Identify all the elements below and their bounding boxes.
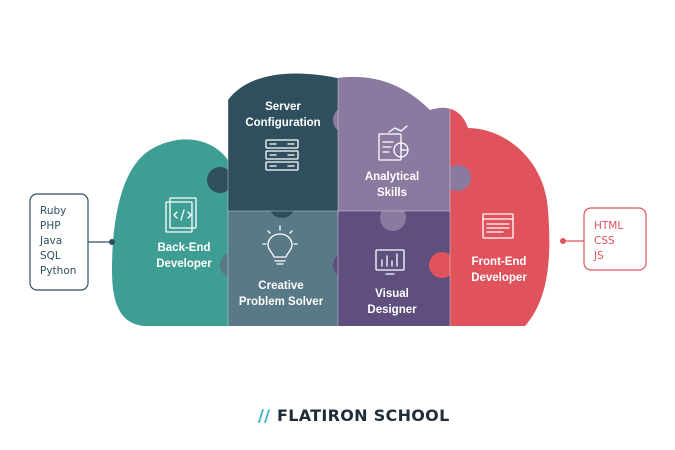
logo-name: FLATIRON SCHOOL [277,406,450,425]
frontend-languages-list: HTML CSS JS [593,220,623,262]
puzzle-knob [333,252,359,278]
puzzle-knob [333,107,359,133]
logo-slashes: // [258,406,270,425]
browser-window-icon [482,213,514,239]
puzzle-knob [380,205,406,231]
back-end-developer-label-line1: Back-End [157,242,210,254]
language-item: Python [40,265,76,277]
language-item: JS [593,250,604,262]
cloud-shape [112,73,550,326]
language-item: PHP [40,220,61,232]
server-rack-icon [265,139,299,171]
code-file-icon [165,197,197,233]
puzzle-piece-server-configuration [228,73,338,211]
language-item: Java [39,235,62,247]
puzzle-piece-creative-problem-solver [228,211,338,326]
creative-problem-solver-label-line1: Creative [258,280,303,292]
puzzle-piece-back-end [112,120,228,326]
puzzle-knob [207,167,233,193]
back-end-developer-label-line2: Developer [156,258,212,270]
analytics-report-icon [378,125,409,161]
language-item: HTML [594,220,623,232]
puzzle-knob [269,192,295,218]
language-item: CSS [594,235,615,247]
lightbulb-icon [262,225,298,265]
front-end-developer-label-line1: Front-End [472,256,527,268]
analytical-skills-label-line1: Analytical [365,171,419,183]
puzzle-knob [429,252,455,278]
puzzle-knob [220,252,246,278]
language-item: SQL [40,250,61,262]
server-configuration-label-line2: Configuration [245,117,320,129]
analytical-skills-label-line2: Skills [377,187,407,199]
flatiron-school-logo: // FLATIRON SCHOOL [258,406,450,425]
frontend-languages-box: HTML CSS JS [560,207,647,271]
front-end-developer-label-line2: Developer [471,272,527,284]
bar-chart-monitor-icon [375,249,405,275]
server-configuration-label-line1: Server [265,101,301,113]
puzzle-piece-front-end [450,100,550,326]
puzzle-knob [445,165,471,191]
creative-problem-solver-label-line2: Problem Solver [239,296,324,308]
visual-designer-label-line1: Visual [375,288,409,300]
visual-designer-label-line2: Designer [367,304,417,316]
language-item: Ruby [40,205,66,217]
